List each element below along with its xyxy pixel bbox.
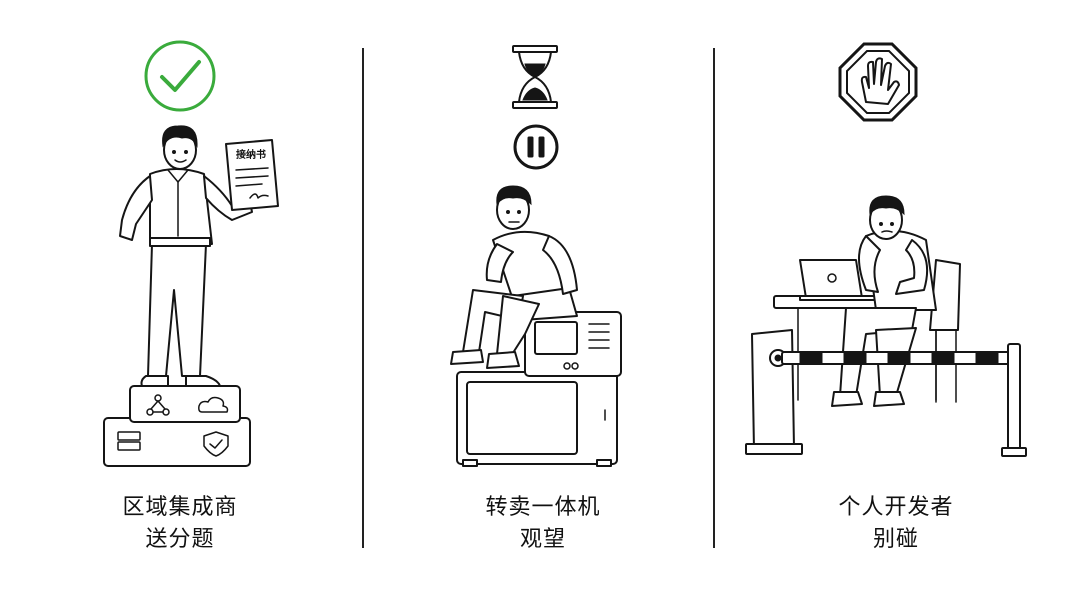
pause-icon [513, 124, 559, 170]
panel-3-illustration [745, 42, 1027, 457]
network-icon [146, 394, 170, 416]
shield-check-icon [203, 431, 229, 457]
check-circle-icon [144, 40, 216, 112]
panel-all-in-one-reseller: 转卖一体机 观望 [363, 0, 723, 608]
panel-regional-integrator: 接纳书 区域集成商 送分题 [0, 0, 360, 608]
caption-line-2: 送分题 [145, 527, 215, 552]
divider-right [713, 48, 715, 548]
thinking-man [450, 185, 578, 369]
caption-line-2: 别碰 [872, 527, 919, 552]
chair [929, 259, 961, 403]
acceptance-letter: 接纳书 [225, 139, 279, 211]
stop-hand-icon [838, 42, 918, 122]
caption-line-1: 区域集成商 [122, 495, 238, 520]
all-in-one-machine [456, 311, 622, 467]
caption-line-2: 观望 [519, 527, 566, 552]
cloud-icon [198, 396, 229, 413]
caption-regional-integrator: 区域集成商 送分题 [0, 492, 360, 556]
document-label: 接纳书 [236, 148, 266, 161]
panel-1-illustration: 接纳书 [103, 40, 279, 467]
bored-developer [831, 195, 937, 407]
pedestal-boxes [103, 385, 251, 467]
barrier-gate [745, 329, 1027, 457]
caption-all-in-one-reseller: 转卖一体机 观望 [363, 492, 723, 556]
hourglass-icon [512, 45, 558, 109]
server-icon [117, 431, 141, 451]
divider-left [362, 48, 364, 548]
caption-individual-developer: 个人开发者 别碰 [716, 492, 1076, 556]
panel-2-illustration [450, 45, 622, 467]
caption-line-1: 转卖一体机 [485, 495, 601, 520]
caption-line-1: 个人开发者 [838, 495, 954, 520]
panel-individual-developer: 个人开发者 别碰 [716, 0, 1076, 608]
